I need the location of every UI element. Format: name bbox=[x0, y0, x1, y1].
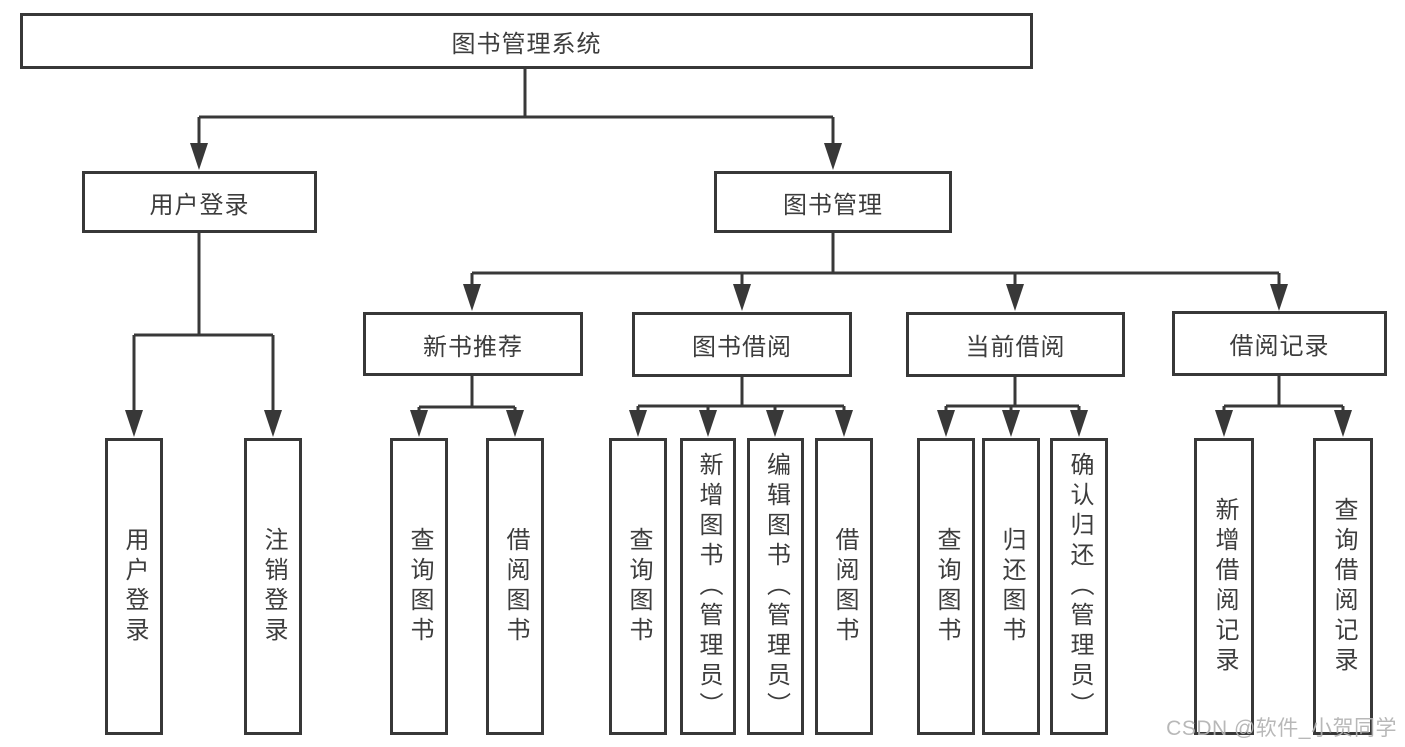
leaf-edit-book-admin: 编辑图书（管理员） bbox=[747, 438, 804, 735]
node-book-borrowing: 图书借阅 bbox=[632, 312, 852, 377]
leaf-query-borrow-record: 查询借阅记录 bbox=[1313, 438, 1373, 735]
node-borrowing-records: 借阅记录 bbox=[1172, 311, 1387, 376]
node-library-management-system: 图书管理系统 bbox=[20, 13, 1033, 69]
node-current-borrowing: 当前借阅 bbox=[906, 312, 1125, 377]
leaf-user-login: 用户登录 bbox=[105, 438, 163, 735]
leaf-confirm-return-admin: 确认归还（管理员） bbox=[1050, 438, 1108, 735]
leaf-return-books: 归还图书 bbox=[982, 438, 1040, 735]
node-user-login: 用户登录 bbox=[82, 171, 317, 233]
csdn-watermark: CSDN @软件_小贺同学 bbox=[1166, 717, 1397, 740]
leaf-logout: 注销登录 bbox=[244, 438, 302, 735]
leaf-query-books-current: 查询图书 bbox=[917, 438, 975, 735]
leaf-add-borrow-record: 新增借阅记录 bbox=[1194, 438, 1254, 735]
leaf-query-books-borrowing: 查询图书 bbox=[609, 438, 667, 735]
node-book-management: 图书管理 bbox=[714, 171, 952, 233]
leaf-add-book-admin: 新增图书（管理员） bbox=[680, 438, 736, 735]
leaf-borrow-books-recommend: 借阅图书 bbox=[486, 438, 544, 735]
leaf-query-books-recommend: 查询图书 bbox=[390, 438, 448, 735]
node-new-book-recommend: 新书推荐 bbox=[363, 312, 583, 376]
leaf-borrow-books-borrowing: 借阅图书 bbox=[815, 438, 873, 735]
